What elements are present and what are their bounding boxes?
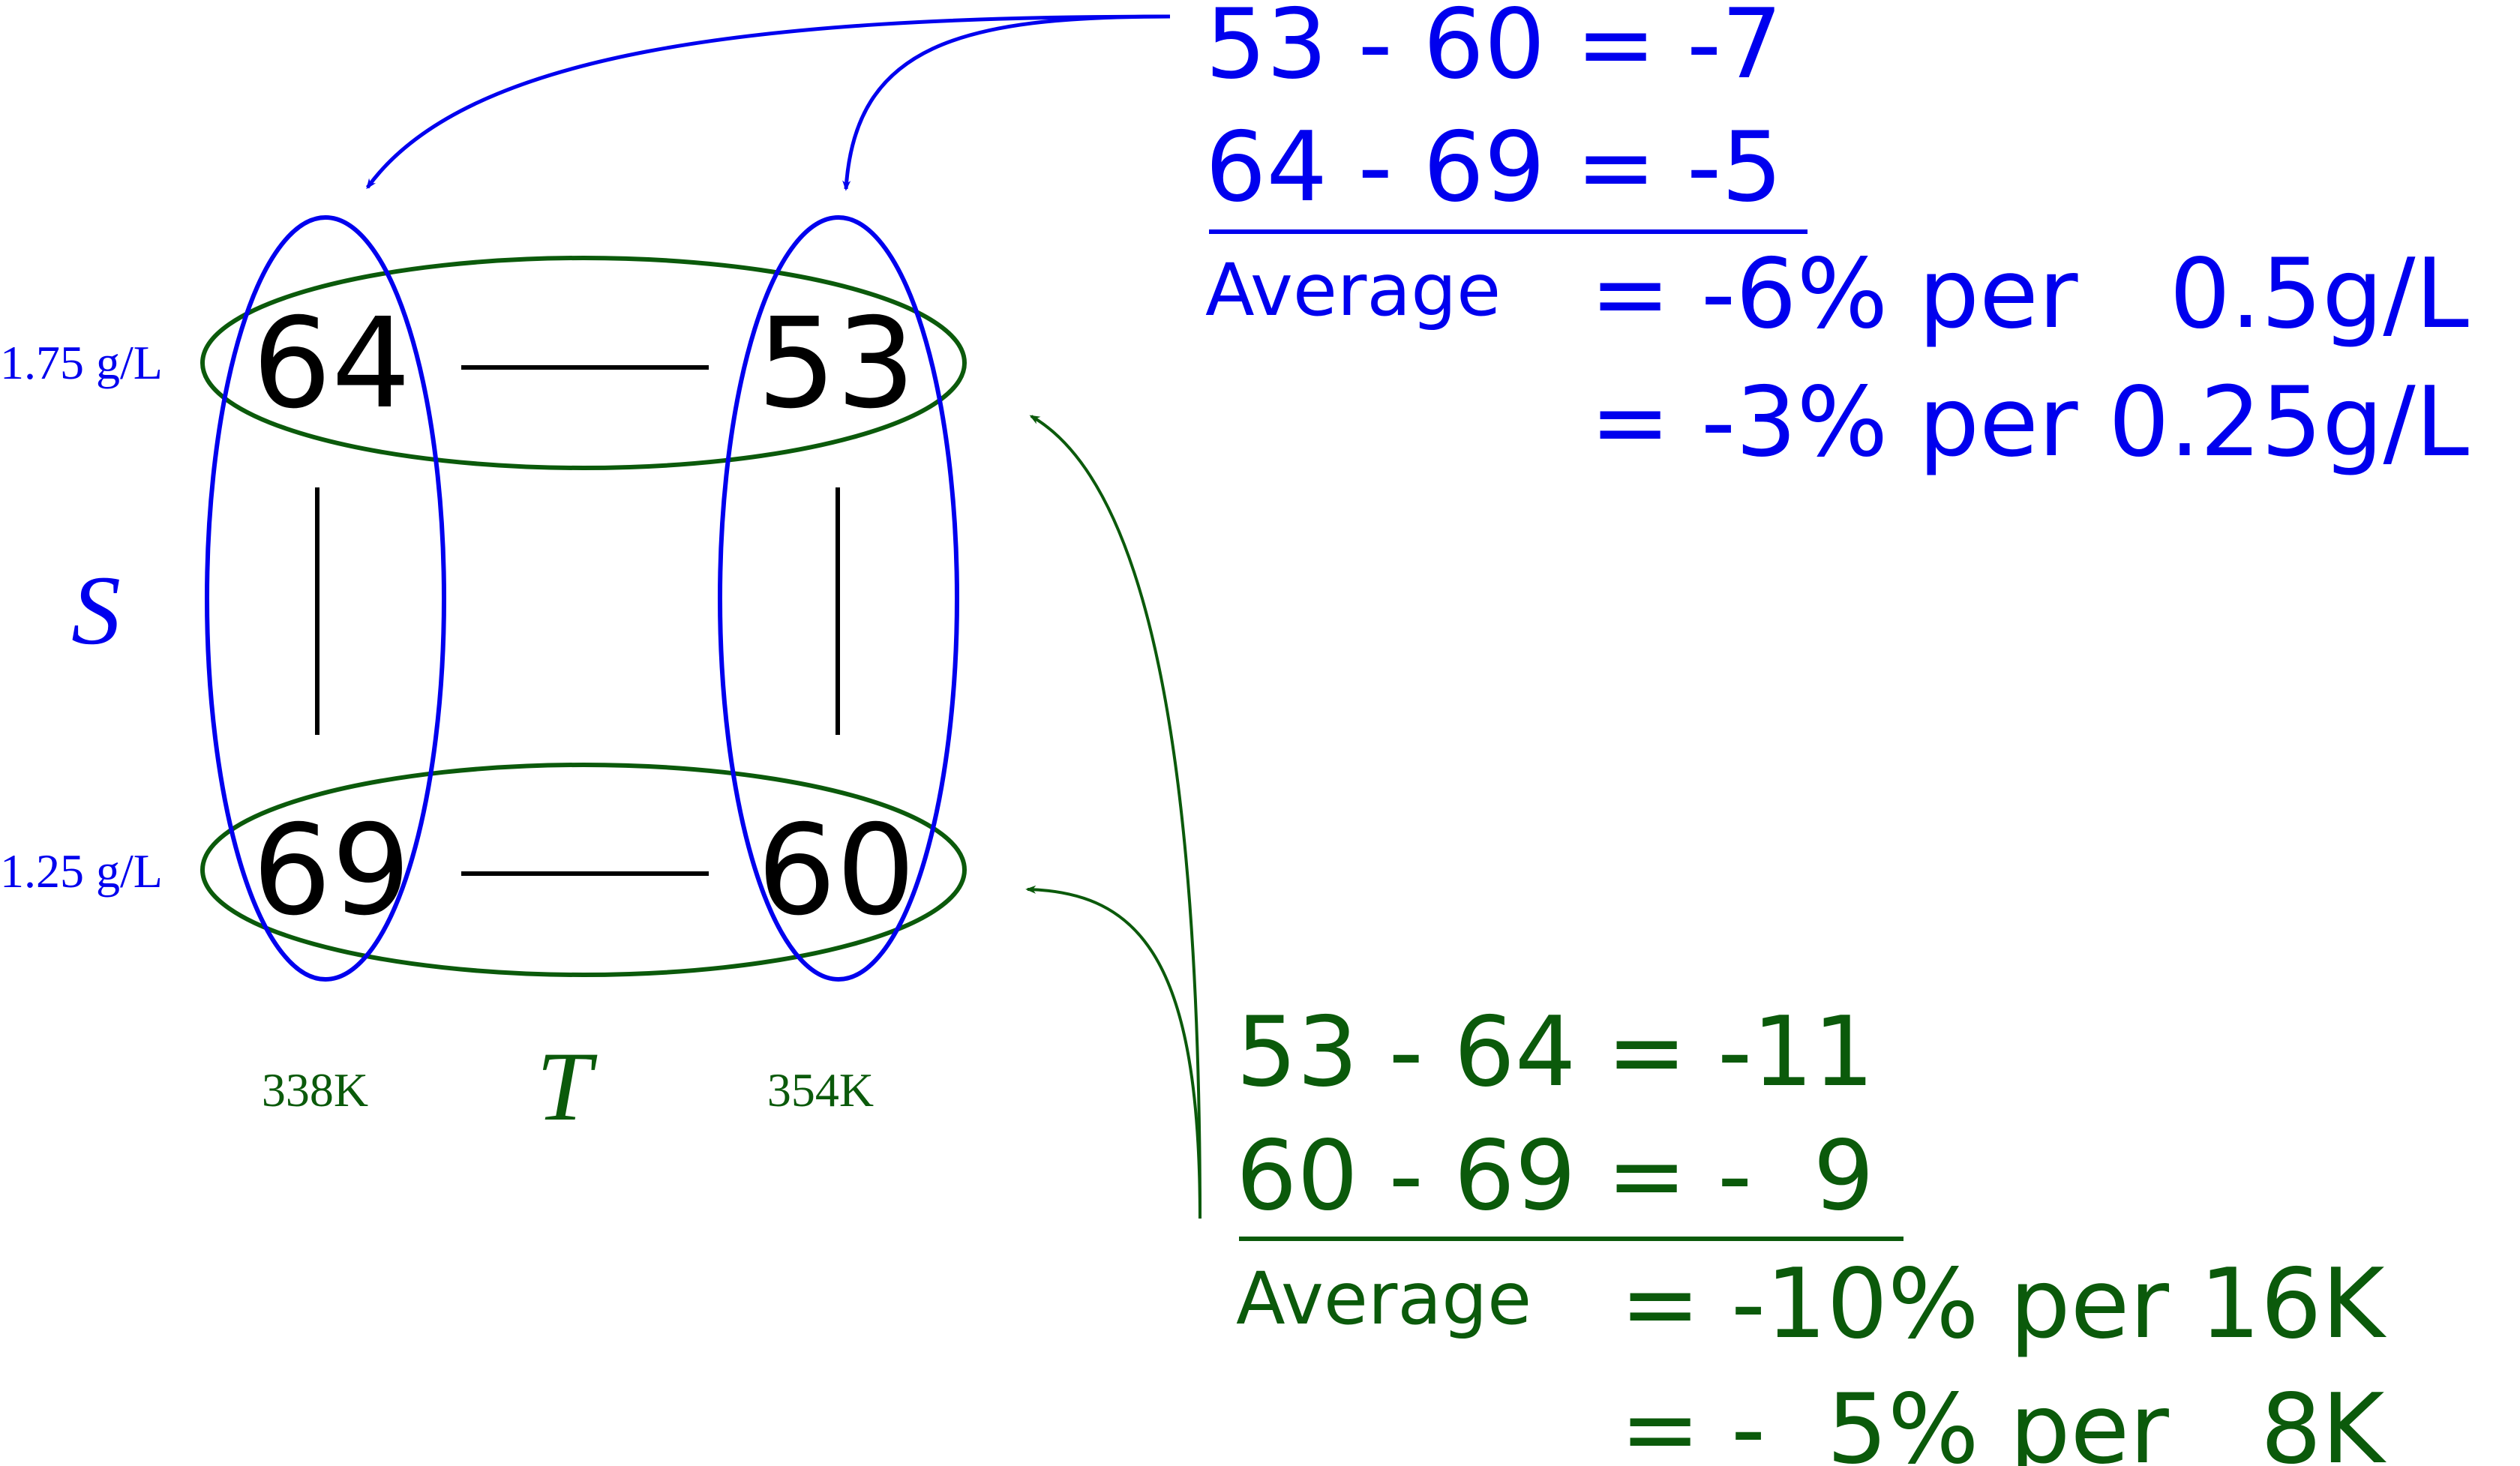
s-axis-bottom-value: 1.25 g/L [0, 844, 163, 898]
grid-value-bottom-right: 60 [757, 799, 915, 943]
grid-value-bottom-left: 69 [252, 799, 410, 943]
blue-calc-result-2: = -3% per 0.25g/L [1590, 367, 2469, 478]
green-arrow-to-bottom-row [1025, 885, 1202, 1219]
t-axis-left-value: 338K [262, 1063, 368, 1117]
t-axis-right-value: 354K [767, 1063, 874, 1117]
blue-calc-line-2: 64 - 69 = -5 [1205, 112, 1783, 223]
blue-arrow-to-right-column [842, 14, 1171, 191]
green-arrow-to-top-row [1029, 415, 1202, 1219]
green-calc-result-1: = -10% per 16K [1620, 1249, 2387, 1360]
right-column-blue-ellipse [718, 215, 959, 982]
green-calc-line-2: 60 - 69 = - 9 [1236, 1120, 1874, 1232]
bottom-row-green-ellipse [200, 763, 967, 977]
blue-calc-line-1: 53 - 60 = -7 [1205, 0, 1783, 100]
green-calc-line-1: 53 - 64 = -11 [1236, 997, 1874, 1108]
blue-arrow-to-left-column [365, 14, 1171, 190]
s-axis-label: S [71, 555, 121, 665]
blue-calc-result-1: = -6% per 0.5g/L [1590, 238, 2469, 350]
grid-value-top-left: 64 [252, 292, 410, 436]
green-calc-result-2: = - 5% per 8K [1620, 1374, 2386, 1466]
blue-calc-average-label: Average [1205, 248, 1501, 332]
green-calc-average-label: Average [1236, 1257, 1532, 1341]
top-row-green-ellipse [200, 256, 967, 470]
left-column-blue-ellipse [205, 215, 446, 982]
s-axis-top-value: 1.75 g/L [0, 336, 163, 389]
grid-value-top-right: 53 [757, 292, 915, 436]
t-axis-label: T [536, 1031, 598, 1141]
